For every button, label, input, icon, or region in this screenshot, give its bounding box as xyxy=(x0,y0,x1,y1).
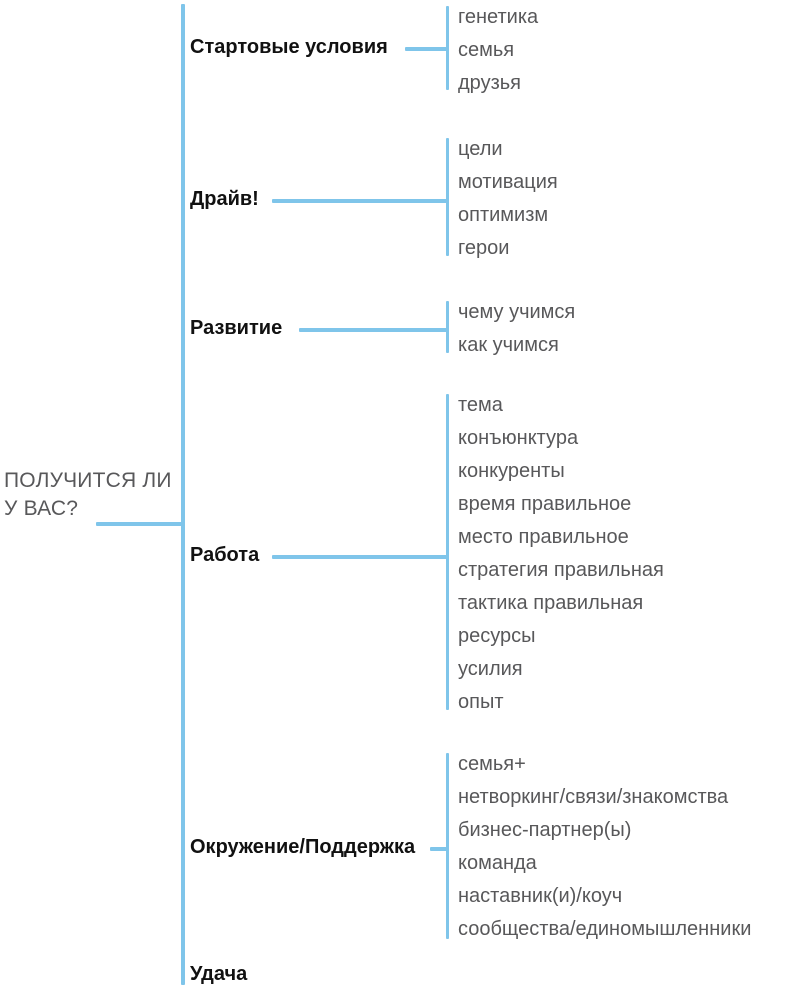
branch-label-rabota[interactable]: Работа xyxy=(190,544,260,566)
leaf-item[interactable]: ресурсы xyxy=(458,625,536,647)
leaf-item[interactable]: тема xyxy=(458,394,503,416)
leaf-item[interactable]: время правильное xyxy=(458,493,632,515)
leaf-group-okruzhenie-podderzhka: семья+ нетворкинг/связи/знакомства бизне… xyxy=(458,748,751,946)
leaf-item[interactable]: наставник(и)/коуч xyxy=(458,885,623,907)
branch-connector-razvitie xyxy=(299,328,449,332)
root-label: ПОЛУЧИТСЯ ЛИ У ВАС? xyxy=(4,469,172,520)
leaf-item[interactable]: семья xyxy=(458,39,515,61)
child-spine-razvitie xyxy=(446,301,449,353)
leaf-item[interactable]: бизнес-партнер(ы) xyxy=(458,819,632,841)
branch-label-okruzhenie-podderzhka[interactable]: Окружение/Поддержка xyxy=(190,836,416,858)
root-connector xyxy=(96,522,184,526)
leaf-item[interactable]: конкуренты xyxy=(458,460,565,482)
leaf-item[interactable]: оптимизм xyxy=(458,204,549,226)
leaf-item[interactable]: генетика xyxy=(458,6,539,28)
leaf-group-razvitie: чему учимся как учимся xyxy=(458,296,575,362)
branch-connector-okruzhenie-podderzhka xyxy=(430,847,449,851)
leaf-item[interactable]: нетворкинг/связи/знакомства xyxy=(458,786,729,808)
branch-label-udacha[interactable]: Удача xyxy=(190,963,248,985)
leaf-item[interactable]: друзья xyxy=(458,72,521,94)
leaf-item[interactable]: семья+ xyxy=(458,753,526,775)
branch-label-razvitie[interactable]: Развитие xyxy=(190,317,283,339)
trunk-line xyxy=(181,4,185,985)
leaf-group-drayv: цели мотивация оптимизм герои xyxy=(458,133,558,265)
leaf-item[interactable]: мотивация xyxy=(458,171,558,193)
branch-connector-startovye-usloviya xyxy=(405,47,449,51)
leaf-item[interactable]: как учимся xyxy=(458,334,559,356)
leaf-group-rabota: тема конъюнктура конкуренты время правил… xyxy=(458,389,664,719)
branch-label-startovye-usloviya[interactable]: Стартовые условия xyxy=(190,36,388,58)
leaf-item[interactable]: стратегия правильная xyxy=(458,559,664,581)
leaf-item[interactable]: команда xyxy=(458,852,537,874)
branch-connector-rabota xyxy=(272,555,449,559)
child-spine-startovye-usloviya xyxy=(446,6,449,90)
leaf-item[interactable]: цели xyxy=(458,138,503,160)
leaf-group-startovye-usloviya: генетика семья друзья xyxy=(458,1,538,100)
leaf-item[interactable]: сообщества/единомышленники xyxy=(458,918,752,940)
leaf-item[interactable]: тактика правильная xyxy=(458,592,644,614)
leaf-item[interactable]: место правильное xyxy=(458,526,629,548)
leaf-item[interactable]: конъюнктура xyxy=(458,427,579,449)
leaf-item[interactable]: опыт xyxy=(458,691,504,713)
branch-label-drayv[interactable]: Драйв! xyxy=(190,188,259,210)
child-spine-okruzhenie-podderzhka xyxy=(446,753,449,939)
child-spine-drayv xyxy=(446,138,449,256)
child-spine-rabota xyxy=(446,394,449,710)
leaf-item[interactable]: чему учимся xyxy=(458,301,576,323)
branch-connector-drayv xyxy=(272,199,449,203)
leaf-item[interactable]: герои xyxy=(458,237,510,259)
leaf-item[interactable]: усилия xyxy=(458,658,523,680)
